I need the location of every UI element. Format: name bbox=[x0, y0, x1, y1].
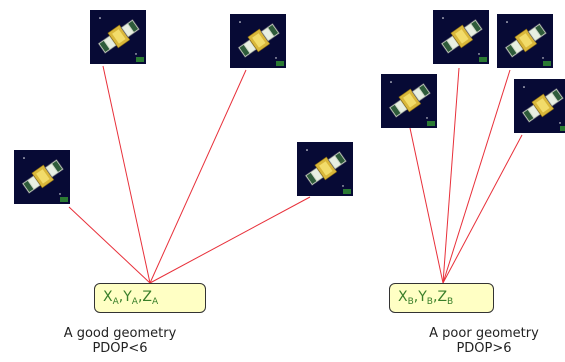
coord-z: ZB bbox=[437, 289, 454, 307]
satellite-icon bbox=[497, 14, 553, 68]
good-geometry-signal-lines bbox=[68, 65, 311, 284]
coord-y: YA bbox=[123, 289, 138, 307]
poor-geometry-signal-lines bbox=[409, 67, 523, 284]
caption-title: A good geometry bbox=[63, 326, 177, 341]
coord-y: YB bbox=[418, 289, 433, 307]
receiver-position-box-b: XB,YB,ZB bbox=[389, 283, 494, 313]
caption-pdop: PDOP<6 bbox=[92, 341, 148, 356]
satellite-icon bbox=[514, 79, 565, 133]
signal-line bbox=[149, 196, 311, 284]
caption-pdop: PDOP>6 bbox=[456, 341, 512, 356]
signal-line bbox=[442, 134, 523, 284]
caption-good-geometry: A good geometry PDOP<6 bbox=[40, 326, 200, 356]
signal-line bbox=[68, 206, 151, 284]
coord-x: XB bbox=[398, 289, 414, 307]
coord-x: XA bbox=[103, 289, 119, 307]
coord-z: ZA bbox=[142, 289, 159, 307]
satellite-icon bbox=[381, 74, 437, 128]
satellite-icon bbox=[433, 10, 489, 64]
satellite-icon bbox=[90, 10, 146, 64]
signal-line bbox=[442, 69, 511, 284]
signal-line bbox=[149, 69, 247, 284]
signal-line bbox=[409, 127, 444, 284]
satellite-icon bbox=[297, 142, 353, 196]
caption-poor-geometry: A poor geometry PDOP>6 bbox=[404, 326, 564, 356]
caption-title: A poor geometry bbox=[429, 326, 539, 341]
receiver-position-box-a: XA,YA,ZA bbox=[94, 283, 206, 313]
signal-line bbox=[442, 67, 460, 284]
satellite-icon bbox=[14, 150, 70, 204]
signal-line bbox=[102, 65, 151, 284]
satellite-icon bbox=[230, 14, 286, 68]
